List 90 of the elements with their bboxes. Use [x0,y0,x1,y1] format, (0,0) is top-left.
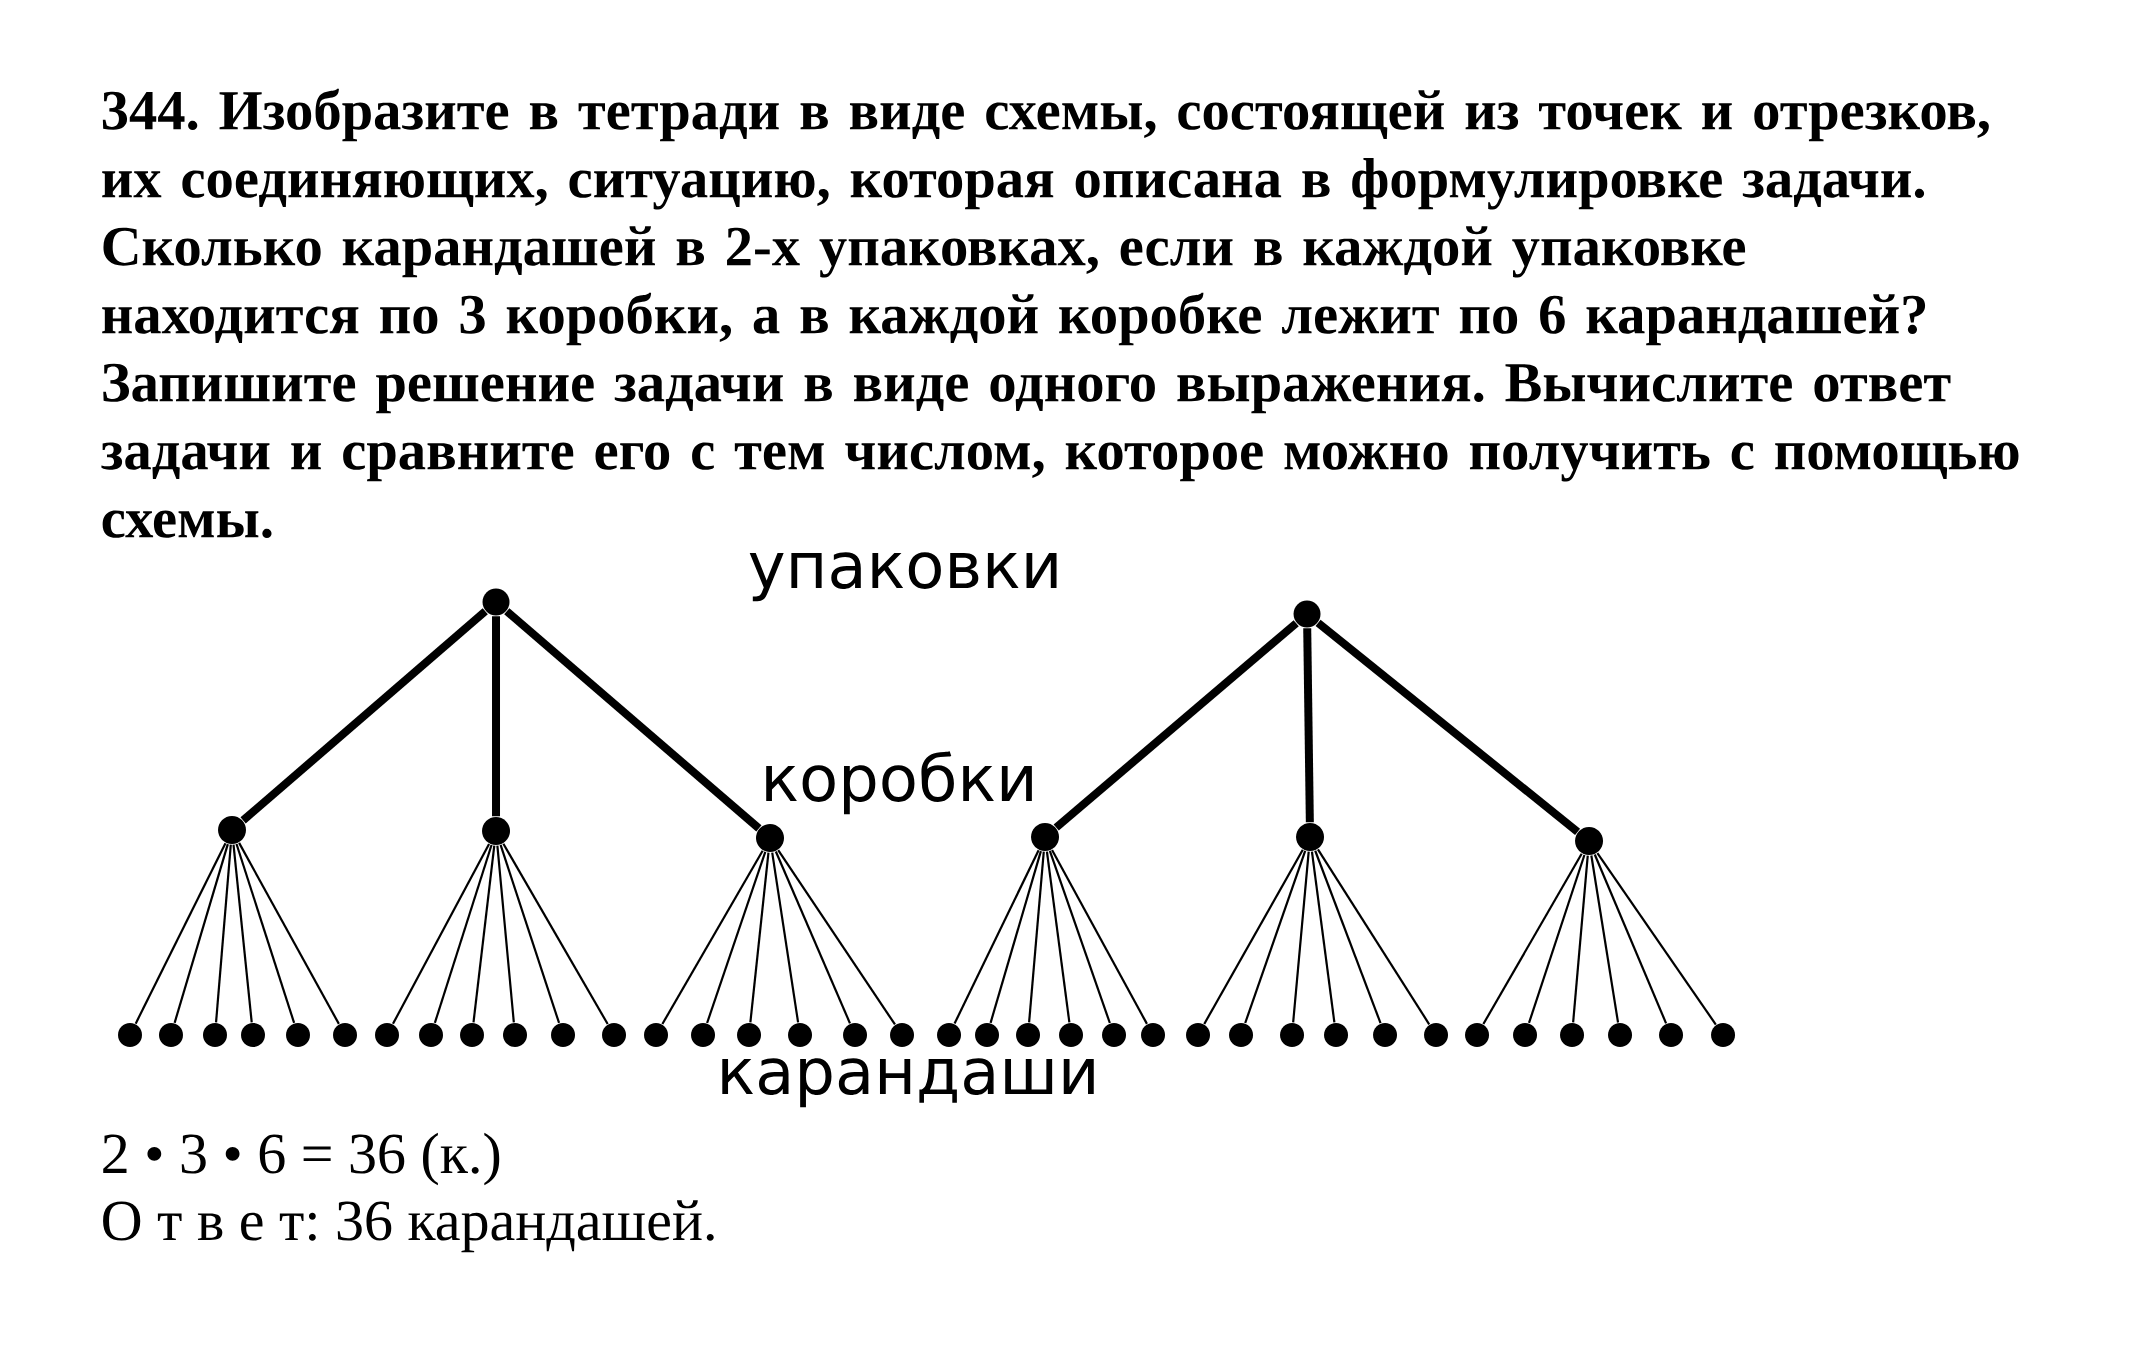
task-text: 344. Изобразите в тетради в виде схемы, состоящей из точек и отрезков, их соединяющих, ситуацию, которая описана в формулировке задачи. Сколько карандашей в 2-х упаковках, если в каждой упаковке находится по 3 коробки, а в каждой коробке лежит по 6 карандашей? Запишите решение задачи в виде одного выражения. Вычислите ответ задачи и сравните его с тем числом, которое можно получить с помощью схемы. [101,88,2019,539]
dot [503,1023,527,1047]
dot [551,1023,575,1047]
dot [756,824,784,852]
line-segment [1572,855,1589,1023]
dot [1102,1023,1126,1047]
dot [644,1023,668,1047]
line-segment [1314,850,1382,1024]
dot [482,588,510,616]
dot [890,1023,914,1047]
dot [1229,1023,1254,1047]
solution-equation: 2 • 3 • 6 = 36 (к.) [103,1132,500,1186]
line-segment [1593,854,1668,1024]
dot [482,817,510,845]
dot [1141,1023,1165,1047]
dot [1186,1023,1210,1047]
line-segment [1051,849,1148,1025]
line-segment [1045,851,1071,1023]
dot [375,1023,399,1047]
line-segment [134,842,227,1025]
dot [788,1023,812,1047]
line-segment [1292,851,1310,1023]
dot [937,1023,961,1047]
dot [691,1023,715,1047]
dot [1575,827,1604,855]
line-segment [661,850,764,1025]
dot [737,1023,761,1047]
line-segment [1317,848,1431,1025]
answer-text: О т в е т: 36 карандашей. [103,1200,714,1253]
line-segment [235,843,296,1024]
dot [1280,1023,1305,1047]
line-segment [504,608,762,832]
dot [241,1023,265,1047]
dot [1659,1023,1684,1047]
line-segment [173,843,229,1024]
dot [218,816,246,844]
line-segment [706,851,767,1024]
line-segment [777,849,896,1026]
line-segment [433,844,493,1024]
dot [1059,1023,1083,1047]
line-segment [214,844,232,1023]
line-segment [1596,852,1717,1026]
dot [159,1023,183,1047]
line-segment [496,845,515,1023]
dot [602,1023,626,1047]
dot [1031,823,1059,851]
line-segment [392,843,491,1025]
line-segment [472,845,496,1023]
line-segment [502,843,609,1025]
line-segment [238,842,340,1025]
dot [1424,1023,1448,1047]
line-segment [953,849,1040,1025]
line-segment [749,852,770,1023]
line-segment [499,844,561,1024]
dot [1513,1023,1538,1047]
dot [419,1023,443,1047]
dot [203,1023,227,1047]
line-segment [771,852,800,1023]
dot [1293,600,1321,628]
dot [1608,1023,1633,1047]
dot [843,1023,867,1047]
dot [1465,1023,1490,1047]
line-segment [1048,850,1111,1024]
line-segment [1244,850,1307,1024]
dot [118,1023,142,1047]
level-label: коробки [766,751,1032,815]
dot [1324,1023,1349,1047]
dot [975,1023,999,1047]
level-label: карандаши [722,1058,1094,1108]
dot [1711,1023,1736,1047]
line-segment [240,608,488,824]
dot [1016,1023,1040,1047]
dot [286,1023,310,1047]
dot [333,1023,357,1047]
line-segment [1315,619,1581,835]
dot [1373,1023,1397,1047]
dot [1296,823,1325,851]
line-segment [232,844,253,1023]
dot [1560,1023,1585,1047]
line-segment [1203,849,1304,1025]
line-segment [1527,854,1586,1024]
line-segment [1053,620,1299,831]
line-segment [774,851,851,1024]
dot [460,1023,484,1047]
line-segment [1028,851,1045,1023]
line-segment [1482,853,1583,1025]
line-segment [989,850,1042,1024]
line-segment [1590,855,1620,1023]
line-segment [1310,851,1336,1023]
level-label: упаковки [749,552,1057,602]
